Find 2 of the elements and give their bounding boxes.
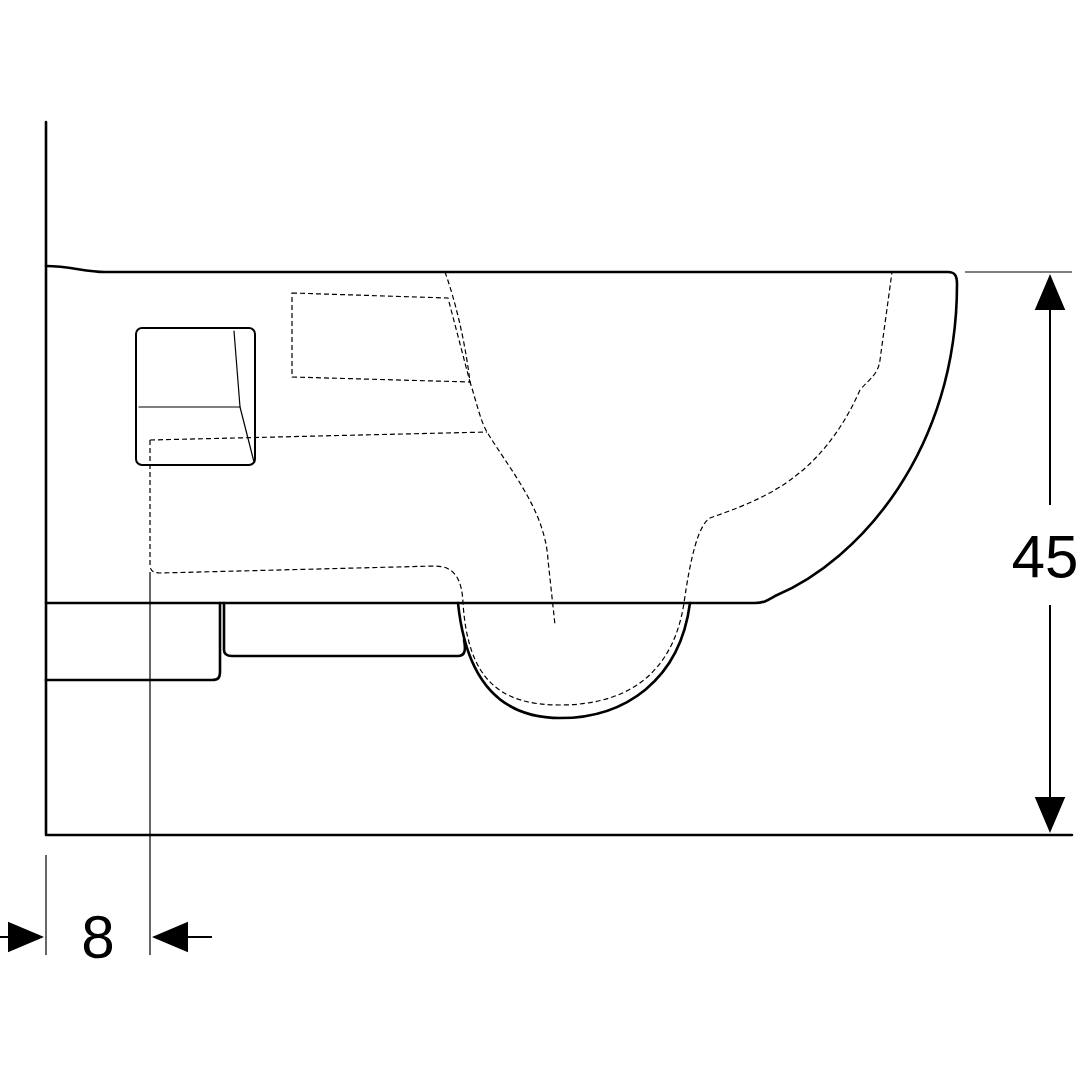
dimension-label: 45: [1013, 536, 1076, 578]
dimension-label: 8: [83, 915, 113, 959]
